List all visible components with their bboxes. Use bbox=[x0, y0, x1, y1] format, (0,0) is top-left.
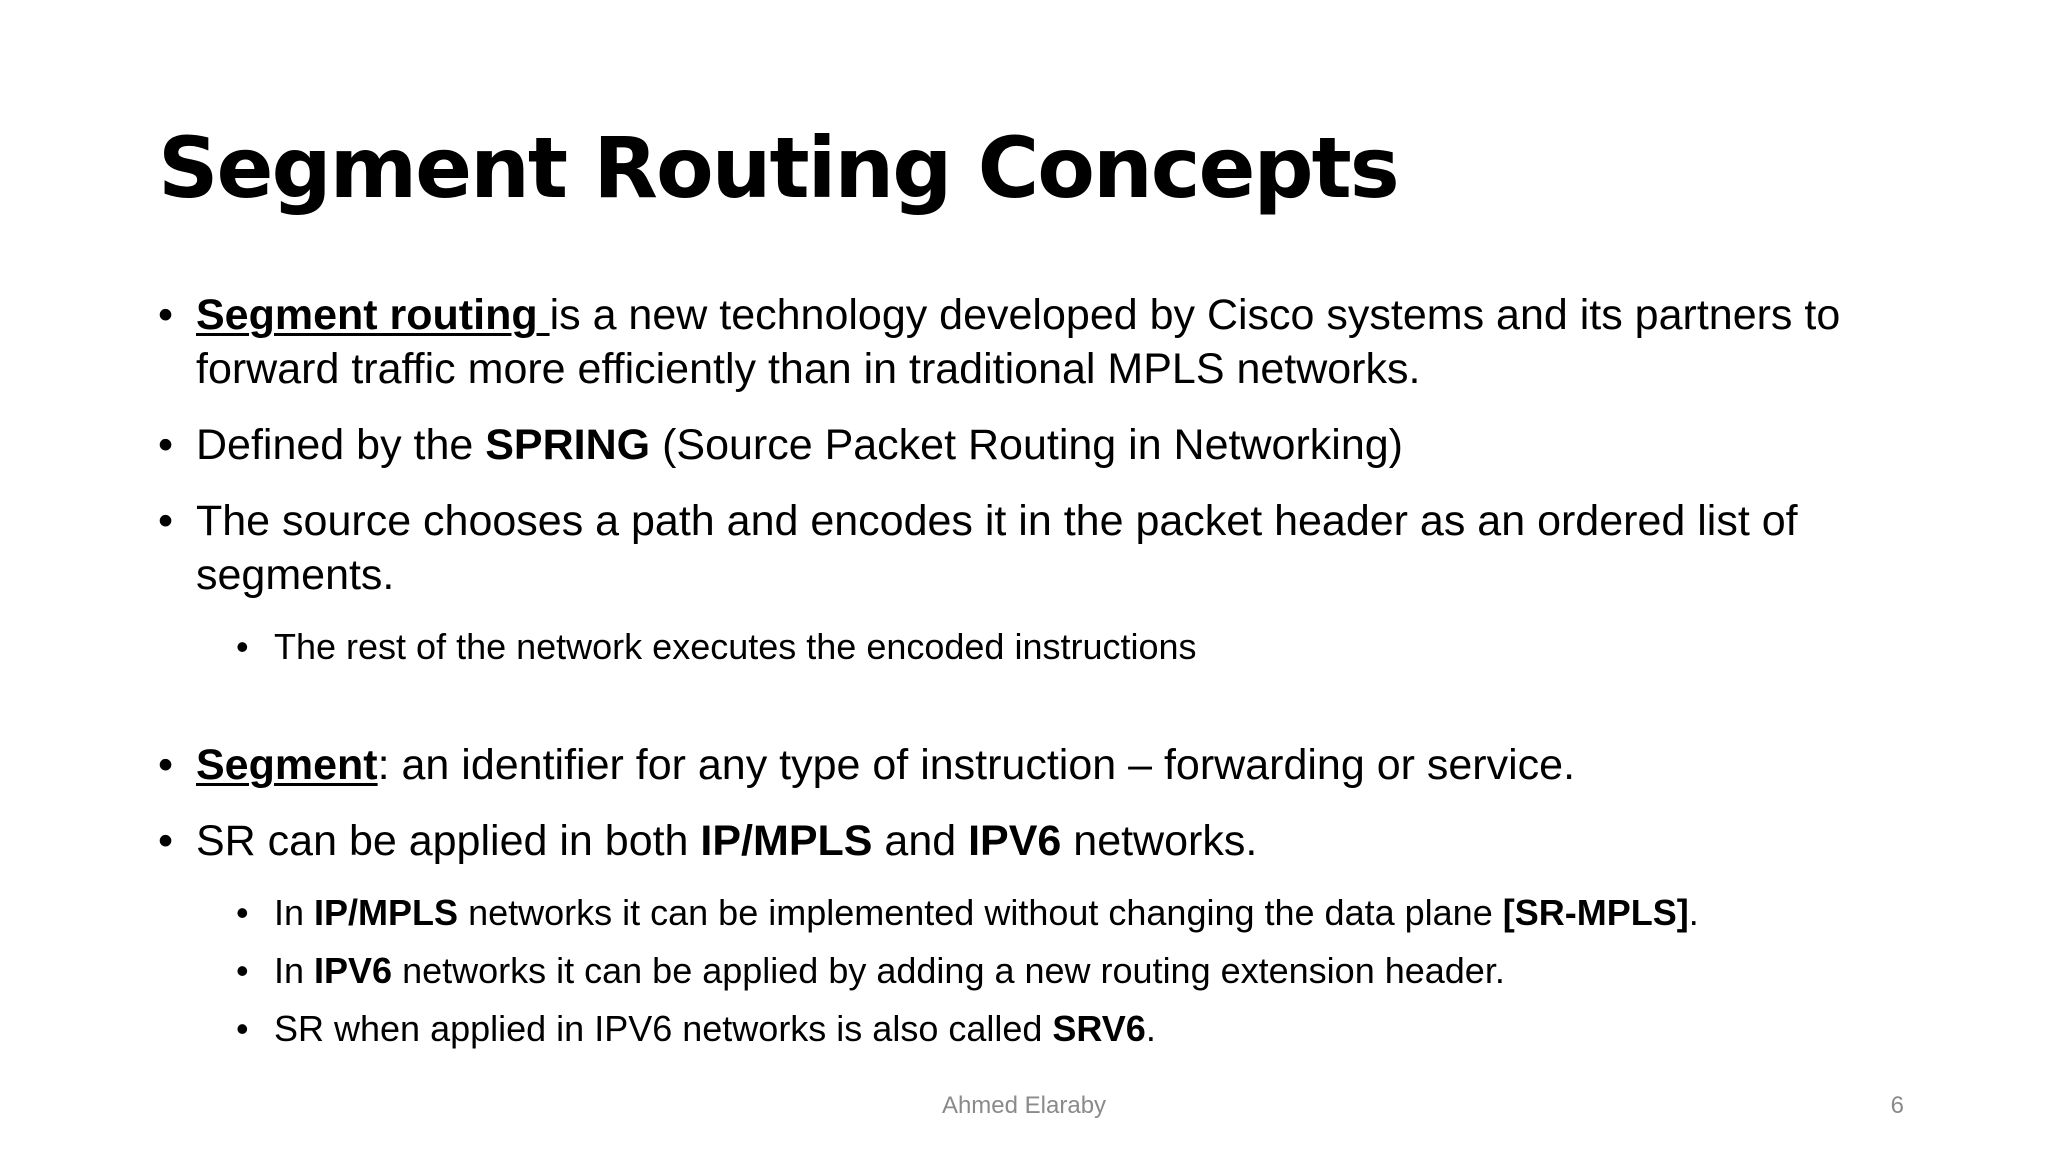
sub-bullet-text: . bbox=[1688, 892, 1699, 933]
sub-bullet-srv6: SR when applied in IPV6 networks is also… bbox=[236, 1006, 1918, 1052]
sub-bullet-text: The rest of the network executes the enc… bbox=[274, 626, 1197, 667]
sub-bullet-text: In bbox=[274, 950, 315, 991]
spacer bbox=[158, 682, 1918, 738]
slide-title: Segment Routing Concepts bbox=[158, 119, 1400, 217]
term-ipv6: IPV6 bbox=[968, 817, 1062, 865]
term-ip-mpls: IP/MPLS bbox=[700, 817, 873, 865]
term-ip-mpls: IP/MPLS bbox=[314, 892, 459, 933]
bullet-sr-applied: SR can be applied in both IP/MPLS and IP… bbox=[158, 814, 1918, 868]
sub-bullet-text: . bbox=[1145, 1008, 1156, 1049]
sub-bullet-network-executes: The rest of the network executes the enc… bbox=[236, 624, 1918, 670]
bullet-segment: Segment: an identifier for any type of i… bbox=[158, 738, 1918, 792]
bullet-text: (Source Packet Routing in Networking) bbox=[650, 421, 1403, 469]
sub-bullet-text: SR when applied in IPV6 networks is also… bbox=[274, 1008, 1053, 1049]
sub-bullet-text: In bbox=[274, 892, 315, 933]
sub-bullet-ipv6: In IPV6 networks it can be applied by ad… bbox=[236, 948, 1918, 994]
bullet-text: and bbox=[872, 817, 969, 865]
page-number: 6 bbox=[1890, 1092, 1904, 1119]
sub-bullet-text: networks it can be applied by adding a n… bbox=[392, 950, 1505, 991]
sub-bullet-text: networks it can be implemented without c… bbox=[458, 892, 1503, 933]
bullet-text: : an identifier for any type of instruct… bbox=[377, 741, 1576, 789]
sub-bullet-ip-mpls: In IP/MPLS networks it can be implemente… bbox=[236, 890, 1918, 936]
bullet-text: SR can be applied in both bbox=[196, 817, 701, 865]
bullet-text: networks. bbox=[1061, 817, 1258, 865]
bullet-text: The source chooses a path and encodes it… bbox=[196, 497, 1798, 599]
bullet-text: Defined by the bbox=[196, 421, 486, 469]
bullet-segment-routing: Segment routing is a new technology deve… bbox=[158, 288, 1918, 396]
bullet-list: Segment routing is a new technology deve… bbox=[158, 288, 1918, 1064]
term-segment: Segment bbox=[196, 741, 378, 789]
bullet-text: is a new technology developed by Cisco s… bbox=[196, 291, 1841, 393]
term-spring: SPRING bbox=[485, 421, 651, 469]
footer-author: Ahmed Elaraby bbox=[941, 1092, 1107, 1119]
term-ipv6: IPV6 bbox=[314, 950, 393, 991]
term-sr-mpls: [SR-MPLS] bbox=[1502, 892, 1689, 933]
bullet-spring: Defined by the SPRING (Source Packet Rou… bbox=[158, 418, 1918, 472]
bullet-source-path: The source chooses a path and encodes it… bbox=[158, 494, 1918, 602]
term-segment-routing: Segment routing bbox=[196, 291, 550, 339]
term-srv6: SRV6 bbox=[1052, 1008, 1146, 1049]
